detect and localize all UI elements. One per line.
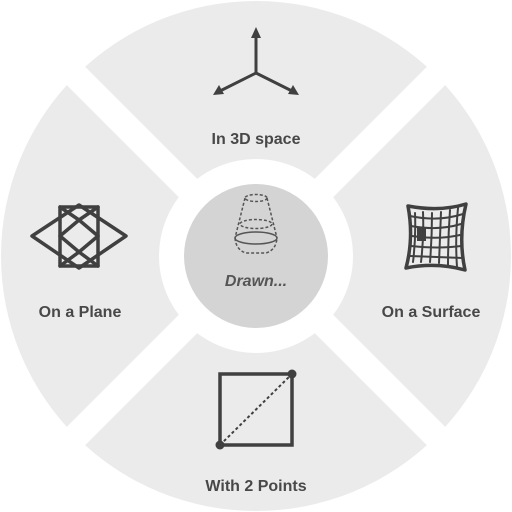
cone-icon <box>234 193 278 254</box>
wedge-right-surface[interactable] <box>256 0 512 512</box>
center-button[interactable] <box>184 184 328 328</box>
axes-3d-icon <box>213 27 299 95</box>
surface-grid-icon <box>404 202 468 272</box>
wedge-top-3d-space[interactable] <box>0 0 512 256</box>
wedge-left-plane[interactable] <box>0 0 256 512</box>
plane-pattern-icon <box>30 203 128 270</box>
two-points-square-icon <box>215 369 297 450</box>
wedge-bottom-two-points[interactable] <box>0 256 512 512</box>
